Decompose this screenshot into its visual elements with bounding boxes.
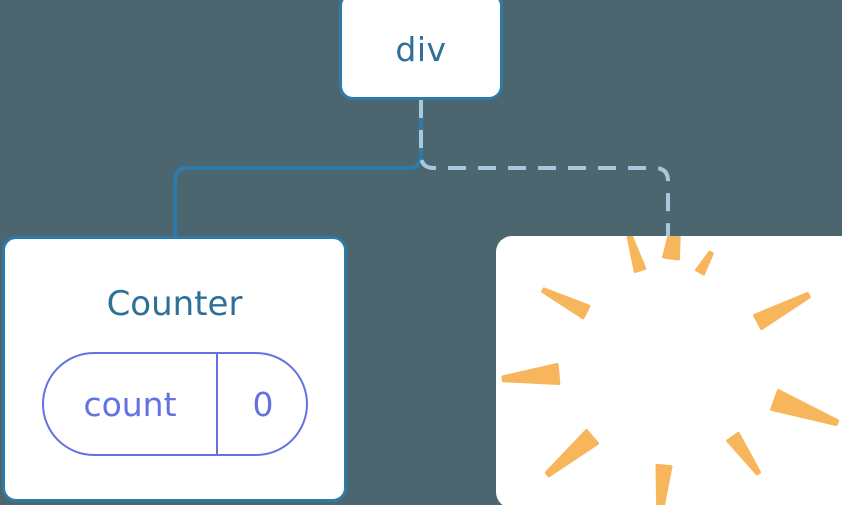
sparkle-ray-6 bbox=[655, 463, 673, 505]
sparkle-ray-1 bbox=[662, 236, 681, 261]
edge-div-to-rerender bbox=[419, 100, 670, 239]
edge-div-to-counter bbox=[173, 98, 423, 241]
sparkle-ray-9 bbox=[753, 292, 811, 331]
node-rerender-burst[interactable] bbox=[496, 236, 842, 505]
sparkle-ray-8 bbox=[770, 389, 840, 426]
node-div-label: div bbox=[395, 29, 447, 69]
hook-pill[interactable] bbox=[42, 352, 308, 456]
sparkle-ray-4 bbox=[501, 363, 561, 385]
hook-name-label: count bbox=[83, 384, 177, 424]
node-div[interactable]: div bbox=[339, 0, 503, 100]
sparkle-ray-7 bbox=[726, 431, 761, 476]
sparkle-burst-icon bbox=[501, 236, 840, 505]
sparkle-ray-10 bbox=[695, 250, 714, 276]
hook-value-label: 0 bbox=[252, 384, 274, 424]
sparkle-ray-3 bbox=[541, 287, 591, 320]
node-counter-label: Counter bbox=[106, 284, 243, 324]
sparkle-ray-2 bbox=[626, 236, 647, 273]
hook-divider bbox=[216, 352, 218, 456]
sparkle-ray-5 bbox=[544, 429, 599, 478]
